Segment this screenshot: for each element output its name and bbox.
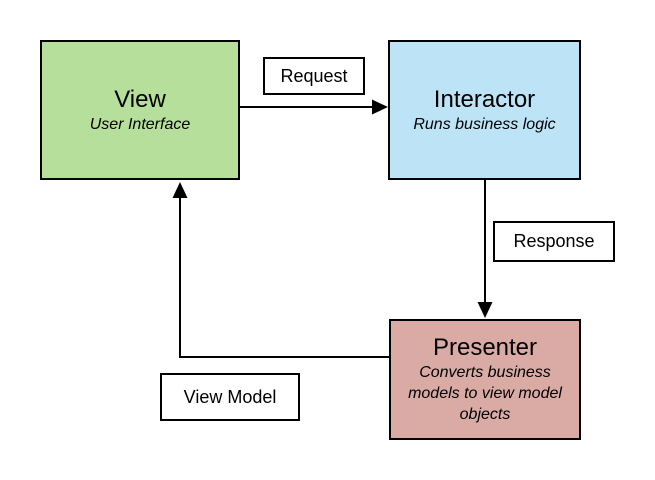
edge-label-request: Request [263,57,365,95]
node-presenter: Presenter Converts business models to vi… [389,319,581,440]
node-view-subtitle: User Interface [89,115,191,133]
edge-label-response: Response [493,221,615,262]
node-view-title: View [114,85,166,113]
arrow-request [240,99,388,115]
node-interactor-title: Interactor [433,85,536,113]
node-presenter-subtitle: Converts business models to view model o… [408,364,562,423]
edge-label-view-model: View Model [160,373,300,421]
node-interactor-subtitle: Runs business logic [413,115,556,133]
arrow-response [477,180,493,318]
node-presenter-title: Presenter [432,334,538,362]
arrow-view-model [172,182,389,358]
node-interactor: Interactor Runs business logic [388,40,581,180]
node-view: View User Interface [40,40,240,180]
arrowhead-right-icon [372,99,388,115]
arrowhead-down-icon [477,302,493,318]
arrowhead-up-icon [172,182,188,198]
